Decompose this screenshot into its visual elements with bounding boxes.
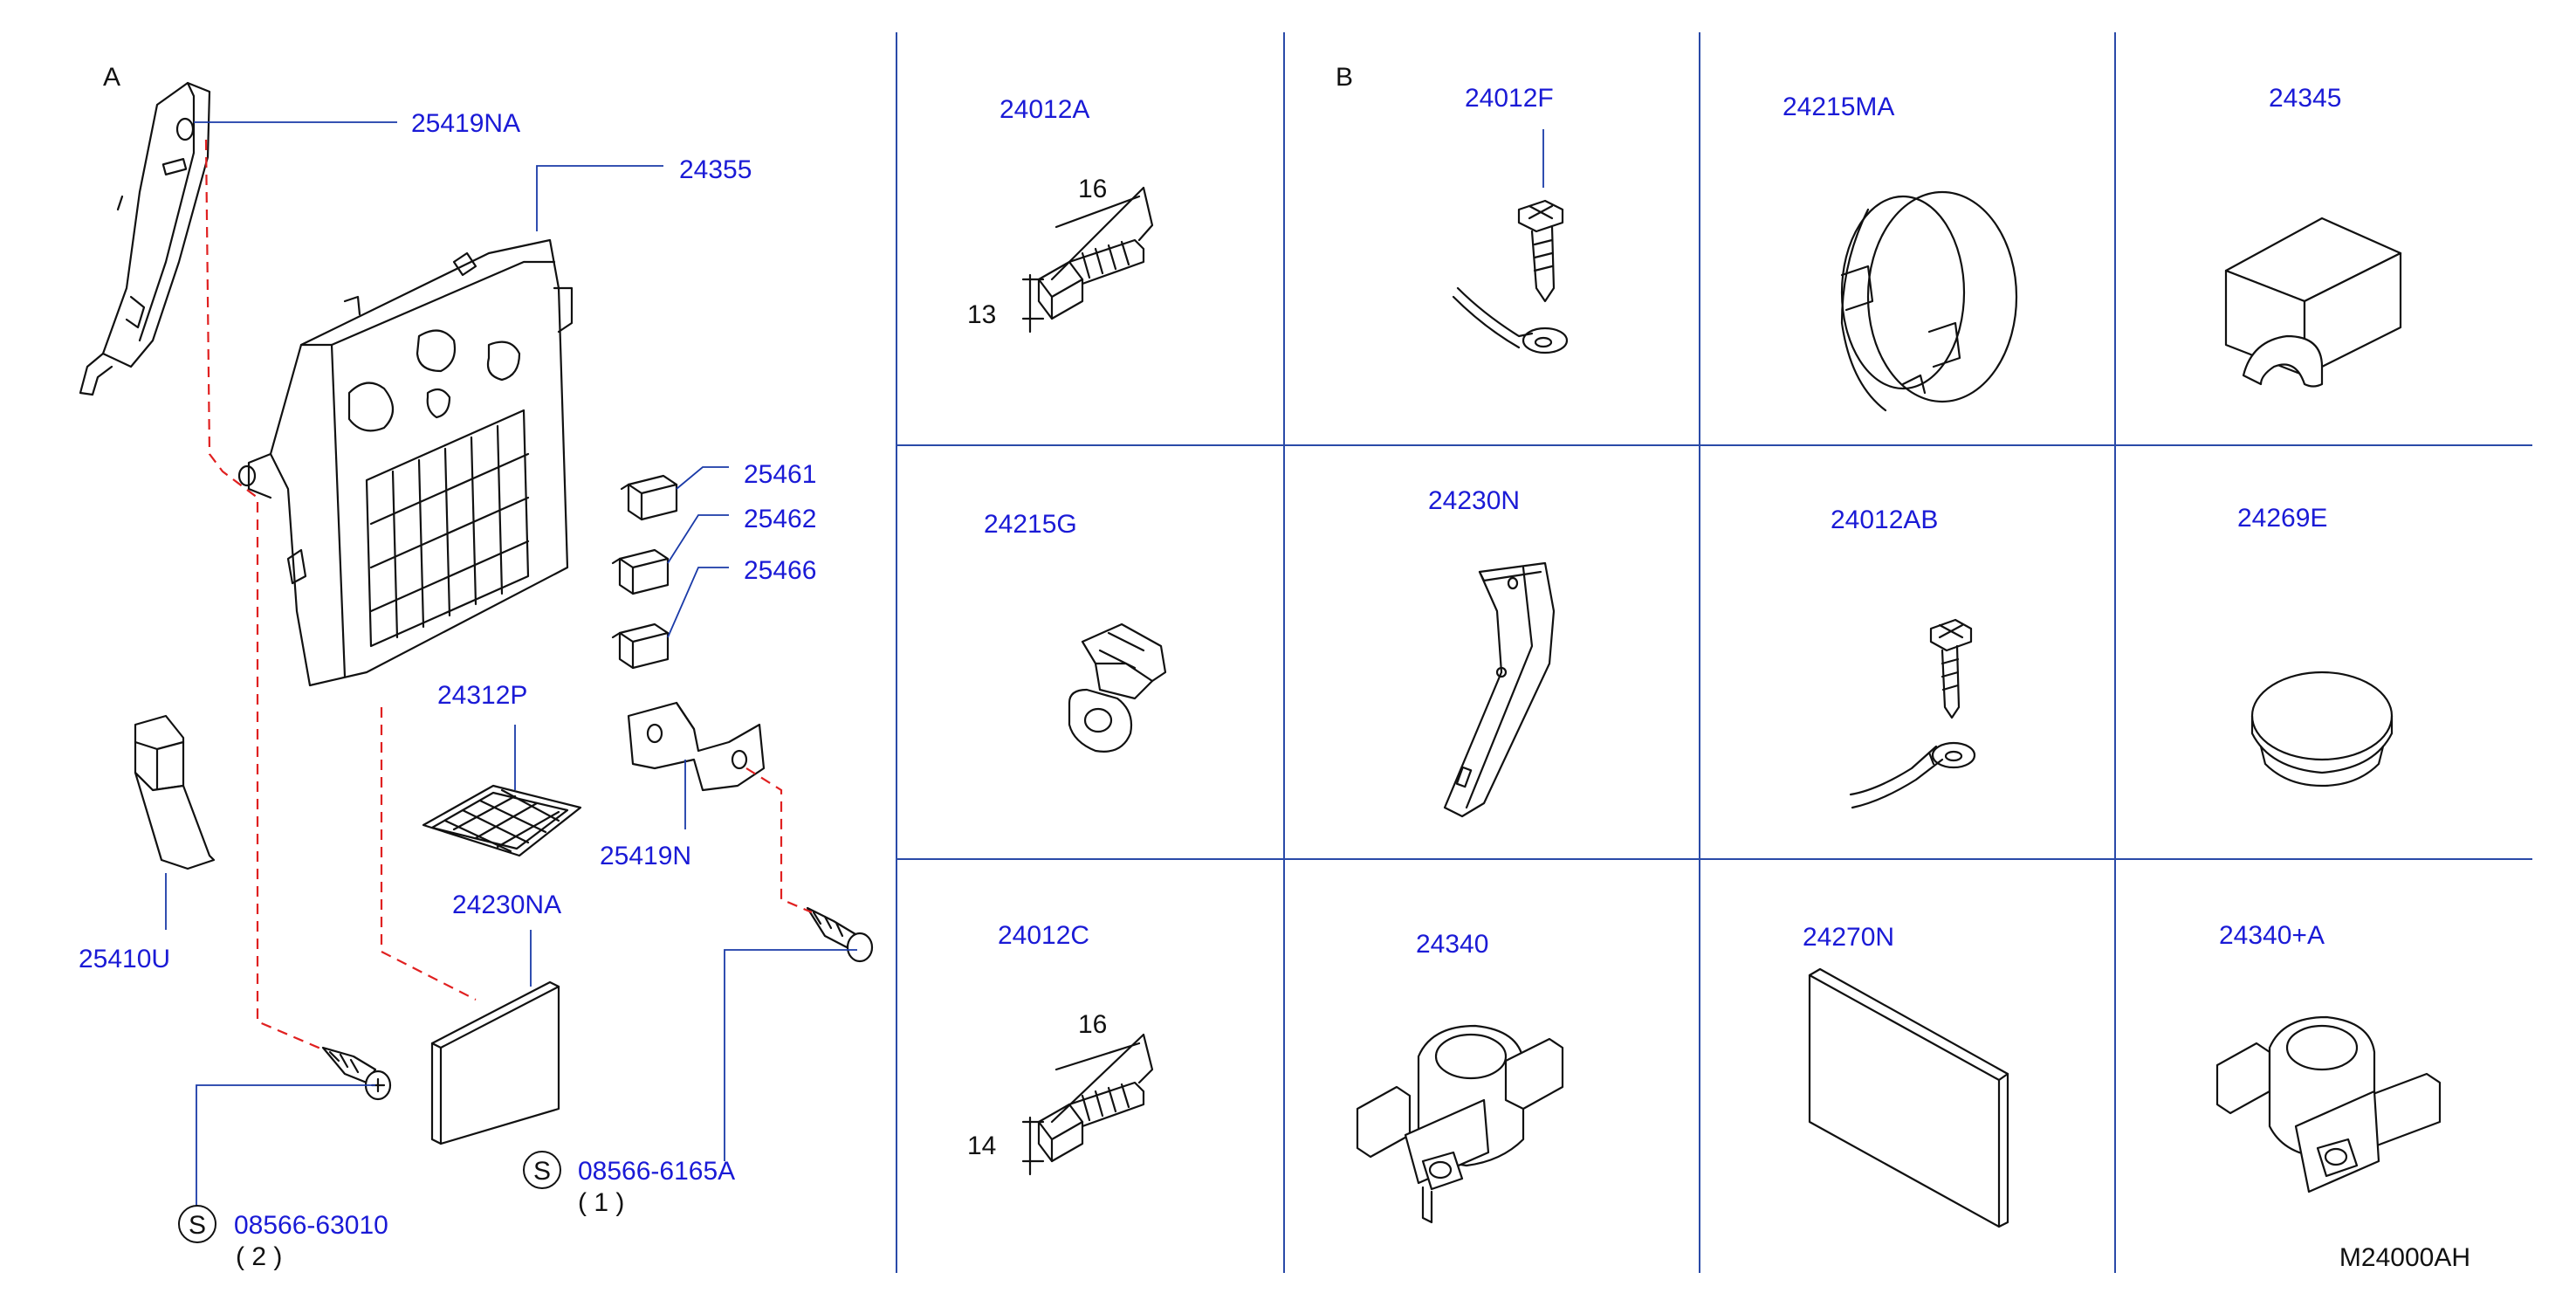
part-label-24345: 24345: [2269, 84, 2341, 113]
leader-lines: [165, 121, 857, 1209]
bolt-24012c-drawing: 16 14: [967, 1010, 1154, 1176]
screw-symbol-right: S: [533, 1157, 551, 1186]
section-b-grid: [896, 32, 2532, 1273]
part-label-25410U: 25410U: [79, 945, 170, 973]
part-label-25462: 25462: [744, 505, 816, 533]
part-label-24340+A: 24340+A: [2219, 921, 2325, 950]
part-label-24012AB: 24012AB: [1831, 506, 1938, 534]
part-label-24012C: 24012C: [998, 921, 1089, 950]
assembly-guide-lines: [204, 139, 813, 1052]
part-label-24215G: 24215G: [984, 510, 1077, 539]
part-label-24269E: 24269E: [2237, 504, 2327, 533]
cap-24269e-drawing: [2250, 671, 2394, 788]
dim-height-c: 14: [967, 1131, 996, 1160]
fuses-drawing: [611, 474, 678, 670]
terminal-24340a-drawing: [2215, 1015, 2442, 1193]
screw-symbol-left: S: [189, 1211, 206, 1240]
screw-label-08566-6165A: 08566-6165A: [578, 1157, 735, 1186]
dim-height-a: 13: [967, 300, 996, 329]
part-25410u-drawing: [134, 714, 216, 870]
bolt-24012a-drawing: 16 13: [967, 175, 1154, 334]
part-label-25461: 25461: [744, 460, 816, 489]
clip-24215g-drawing: [1068, 622, 1167, 753]
part-label-25419NA: 25419NA: [411, 109, 520, 138]
mat-24312p-drawing: [422, 784, 582, 857]
bracket-24230n-drawing: [1443, 561, 1556, 818]
bolt-24012ab-drawing: [1849, 618, 1976, 809]
screw-qty-right: ( 1 ): [578, 1188, 624, 1217]
terminal-24340-drawing: [1356, 1024, 1564, 1224]
section-b-label: B: [1336, 63, 1353, 92]
grommet-24215ma-drawing: [1840, 190, 2018, 412]
dim-length-a: 16: [1078, 175, 1107, 203]
plate-24270n-drawing: [1808, 967, 2009, 1228]
screw-left-drawing: [321, 1046, 392, 1101]
screw-label-08566-63010: 08566-63010: [234, 1211, 388, 1240]
part-label-24312P: 24312P: [437, 681, 527, 710]
part-label-24230N: 24230N: [1428, 486, 1520, 515]
block-24345-drawing: [2224, 217, 2402, 388]
part-label-24270N: 24270N: [1803, 923, 1894, 952]
part-label-25466: 25466: [744, 556, 816, 585]
bracket-25419na-drawing: [79, 81, 211, 396]
section-a-label: A: [103, 63, 120, 92]
screw-callout-right: S 08566-6165A ( 1 ): [523, 1151, 735, 1217]
part-label-24340: 24340: [1416, 930, 1488, 959]
screw-qty-left: ( 2 ): [236, 1242, 282, 1271]
diagram-code: M24000AH: [2339, 1243, 2470, 1272]
dim-length-c: 16: [1078, 1010, 1107, 1039]
pad-24230na-drawing: [430, 980, 560, 1145]
part-label-24215MA: 24215MA: [1783, 93, 1894, 121]
screw-callout-left: S 08566-63010 ( 2 ): [178, 1205, 388, 1271]
fuse-box-24355-drawing: [237, 238, 574, 687]
part-label-24012F: 24012F: [1465, 84, 1554, 113]
bolt-24012f-drawing: [1452, 129, 1569, 354]
part-label-24355: 24355: [679, 155, 752, 184]
screw-right-drawing: [806, 906, 874, 963]
bracket-25419n-drawing: [627, 701, 766, 792]
part-label-25419N: 25419N: [600, 842, 691, 870]
part-label-24012A: 24012A: [999, 95, 1089, 124]
part-label-24230NA: 24230NA: [452, 891, 561, 919]
